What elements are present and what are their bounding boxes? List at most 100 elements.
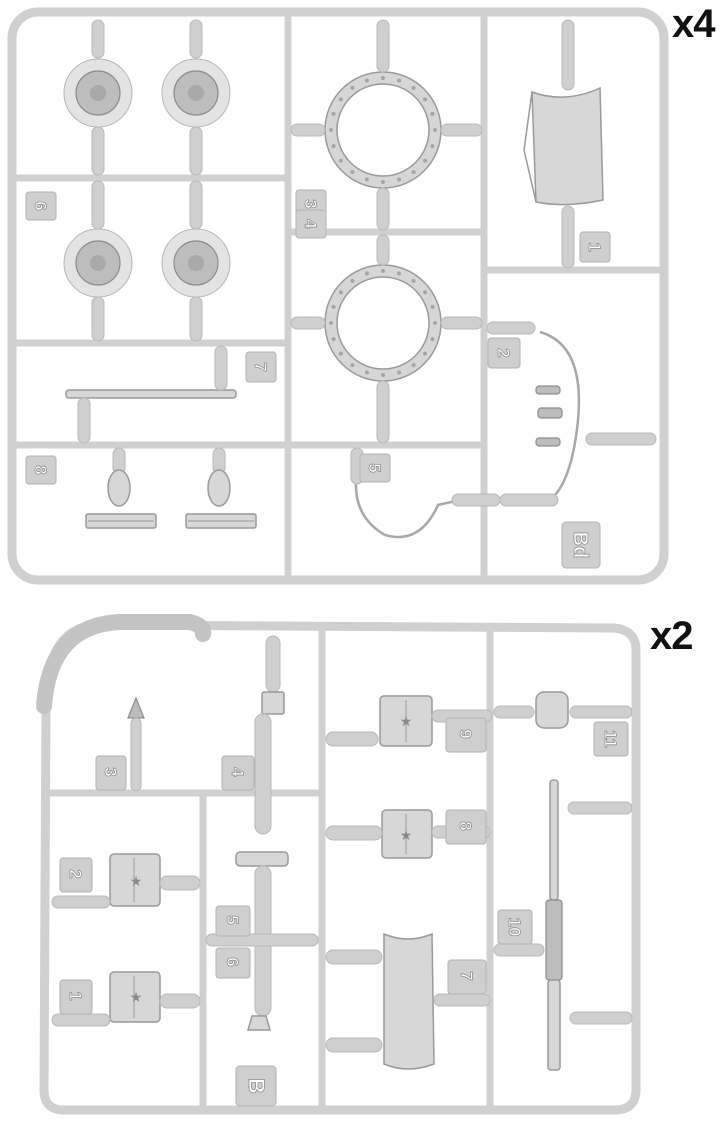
gate [585,432,657,446]
gate [205,933,319,947]
rivet [364,271,369,276]
svg-text:11: 11 [601,730,620,748]
svg-text:10: 10 [505,918,524,937]
part-number-tag: 7 [245,351,277,383]
rivet [397,78,402,83]
insulator-part [535,385,563,447]
gate [189,180,203,230]
svg-text:2: 2 [66,869,85,878]
rivet [433,128,437,132]
rivet [364,177,369,182]
rivet [338,351,343,356]
gate [214,345,228,391]
part-number-tag: 3 [95,755,127,791]
part-number-tag: 6 [215,947,251,979]
rivet [350,363,355,368]
svg-text:★: ★ [400,713,413,729]
machine-gun-part [493,779,633,1071]
part-number-tag: 6 [25,191,57,221]
svg-text:7: 7 [457,971,476,980]
svg-text:4: 4 [301,219,320,229]
rivet [350,170,355,175]
road-wheel [161,228,231,298]
rivet [430,337,435,342]
gate [376,234,390,266]
part-number-tag: 11 [593,721,629,757]
svg-text:6: 6 [31,201,50,210]
svg-text:3: 3 [301,199,320,208]
part-number-tag: 8 [445,809,487,845]
rivet [381,76,385,80]
gate [376,380,390,444]
rivet [411,363,416,368]
part-number-tag: 8 [25,455,57,485]
gate [91,19,105,59]
pour-runner [36,614,212,714]
part-number-tag: 1 [59,979,93,1015]
sprue-code-tag: B [235,1065,277,1107]
ammo-box-part: ★ [51,971,201,1027]
ammo-box-part: ★ [51,853,201,909]
rivet [397,271,402,276]
gate [486,321,536,335]
svg-text:B: B [244,1078,269,1094]
rivet [381,373,385,377]
part-number-tag: 10 [497,909,533,945]
rivet [329,128,333,132]
rivet [364,78,369,83]
gate [189,296,203,342]
rivet [397,177,402,182]
rivet [331,304,336,309]
svg-text:2: 2 [494,348,513,357]
gate [91,296,105,342]
rivet [430,304,435,309]
lever-part [127,696,145,792]
rivet [338,97,343,102]
svg-text:1: 1 [585,242,604,251]
part-number-tag: 2 [487,337,521,369]
gate [189,19,203,59]
svg-text:1: 1 [66,991,85,1000]
hatch-ring [324,71,442,189]
sprue-bottom: ★ ★ ★ ★ [36,614,641,1115]
block-part [493,691,633,729]
svg-text:3: 3 [101,767,120,776]
gate [440,316,483,330]
rivet [381,180,385,184]
gate [189,126,203,176]
svg-text:8: 8 [31,465,50,474]
multiplier-top: x4 [672,2,715,46]
svg-text:5: 5 [223,915,242,924]
svg-text:5: 5 [365,463,384,472]
rivet [338,290,343,295]
antenna-part [539,330,581,499]
gate [376,187,390,231]
rivet [350,85,355,90]
rivet [411,278,416,283]
rivet [397,370,402,375]
rivet [350,278,355,283]
gate [440,123,483,137]
part-number-tag: 4 [295,209,327,239]
svg-text:8: 8 [456,821,475,830]
bracket-part [185,447,257,529]
svg-text:4: 4 [228,767,247,777]
seat-part [523,86,604,206]
road-wheel [161,58,231,128]
svg-text:★: ★ [130,873,143,889]
rivet [430,111,435,116]
gate [290,316,326,330]
rivet [364,370,369,375]
gate [451,493,501,507]
gate [376,19,390,73]
part-number-tag: 7 [447,959,487,995]
rivet [338,158,343,163]
svg-text:★: ★ [130,989,143,1005]
rivet [433,321,437,325]
rivet [329,321,333,325]
svg-text:6: 6 [223,957,242,966]
shield-part [325,932,491,1070]
rivet [411,85,416,90]
cable-part [354,469,461,539]
svg-text:Bd: Bd [569,532,591,559]
